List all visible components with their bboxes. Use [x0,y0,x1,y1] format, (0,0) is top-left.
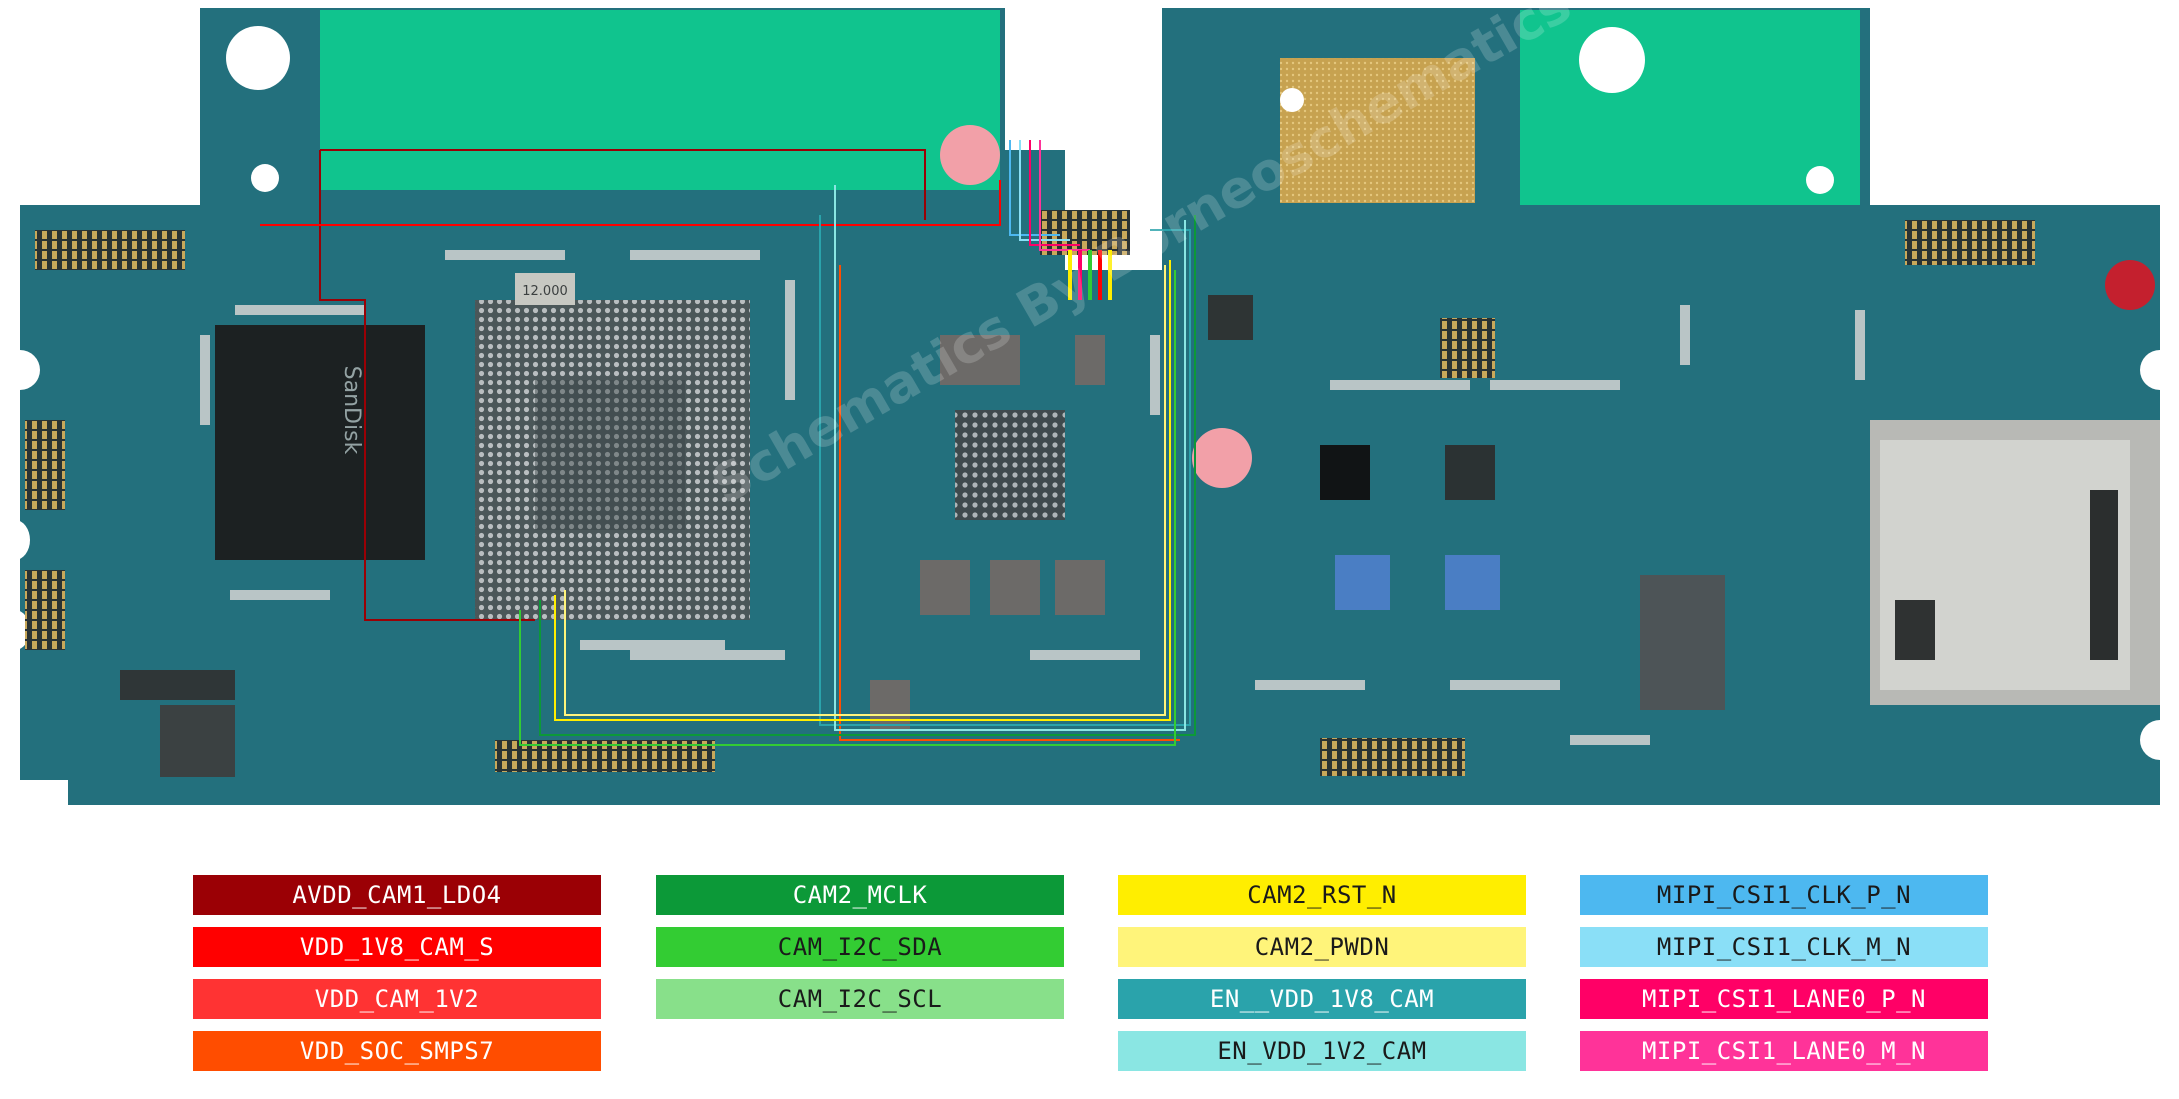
emmc-chip [215,325,425,560]
svg-text:12.000: 12.000 [522,284,568,299]
emmc-label: SanDisk [339,366,364,455]
connector-top-center [1040,210,1130,255]
connector-top-left [35,230,185,270]
legend-item: MIPI_CSI1_CLK_M_N [1580,927,1988,967]
legend-item: VDD_SOC_SMPS7 [193,1031,601,1071]
green-area-top-left [320,10,1000,190]
legend-item: AVDD_CAM1_LDO4 [193,875,601,915]
legend-item: CAM_I2C_SCL [656,979,1064,1019]
legend-item: VDD_CAM_1V2 [193,979,601,1019]
pcb-board-photo: SanDisk 12.000 [20,8,2160,805]
crystal [515,273,575,305]
gold-shield-pad [1280,58,1475,203]
legend-item: EN__VDD_1V8_CAM [1118,979,1526,1019]
pmic-bga [955,410,1065,520]
legend-item: VDD_1V8_CAM_S [193,927,601,967]
legend-item: CAM2_PWDN [1118,927,1526,967]
connector-top-right [1905,220,2035,265]
legend-item: EN_VDD_1V2_CAM [1118,1031,1526,1071]
legend-item: MIPI_CSI1_LANE0_P_N [1580,979,1988,1019]
legend-item: CAM2_RST_N [1118,875,1526,915]
legend-item: MIPI_CSI1_LANE0_M_N [1580,1031,1988,1071]
connector-bottom-right [1320,738,1465,776]
legend-item: CAM2_MCLK [656,875,1064,915]
green-area-top-right [1520,10,1860,205]
legend-item: MIPI_CSI1_CLK_P_N [1580,875,1988,915]
soc-bga [475,300,750,620]
legend-item: CAM_I2C_SDA [656,927,1064,967]
